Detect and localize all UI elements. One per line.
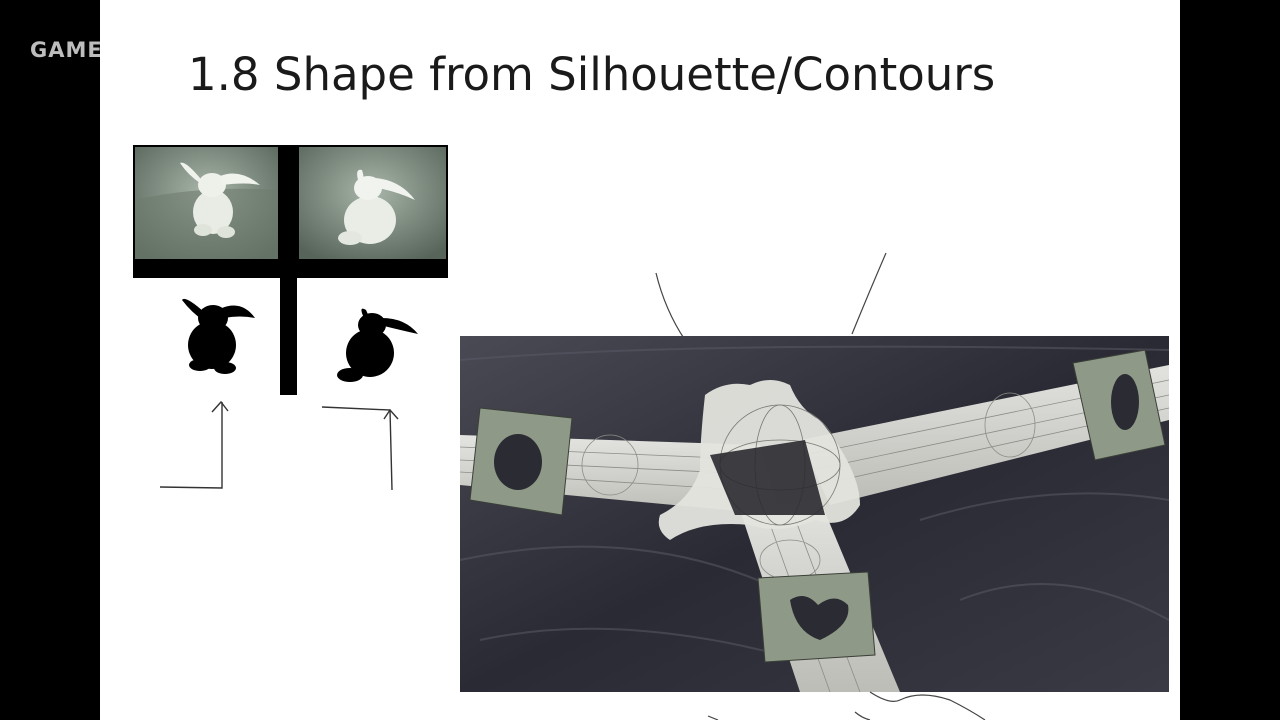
camera-plane-right	[1072, 349, 1166, 461]
slide-title: 1.8 Shape from Silhouette/Contours	[188, 48, 995, 101]
annotation-strokes-top	[655, 252, 887, 341]
bunny-silhouette-view-1	[182, 298, 255, 374]
hand-drawn-arrow-2	[321, 406, 399, 491]
hand-drawn-arrow-1	[159, 400, 229, 489]
camera-plane-bottom	[757, 571, 876, 663]
annotation-strokes-bottom	[707, 691, 986, 720]
bunny-photo-view-1	[135, 147, 278, 259]
title-number: 1.8	[188, 48, 260, 101]
camera-plane-left	[469, 407, 573, 516]
title-text: Shape from Silhouette/Contours	[273, 48, 996, 101]
bunny-silhouette-view-2	[337, 308, 418, 382]
visual-hull-center	[658, 380, 860, 540]
bunny-silhouette-figure	[133, 145, 448, 491]
divider-bar	[280, 145, 297, 395]
visual-hull-figure	[460, 252, 1169, 720]
bunny-photo-view-2	[299, 147, 446, 259]
channel-watermark: GAME	[30, 38, 103, 62]
lecture-slide: 1.8 Shape from Silhouette/Contours	[100, 0, 1180, 720]
